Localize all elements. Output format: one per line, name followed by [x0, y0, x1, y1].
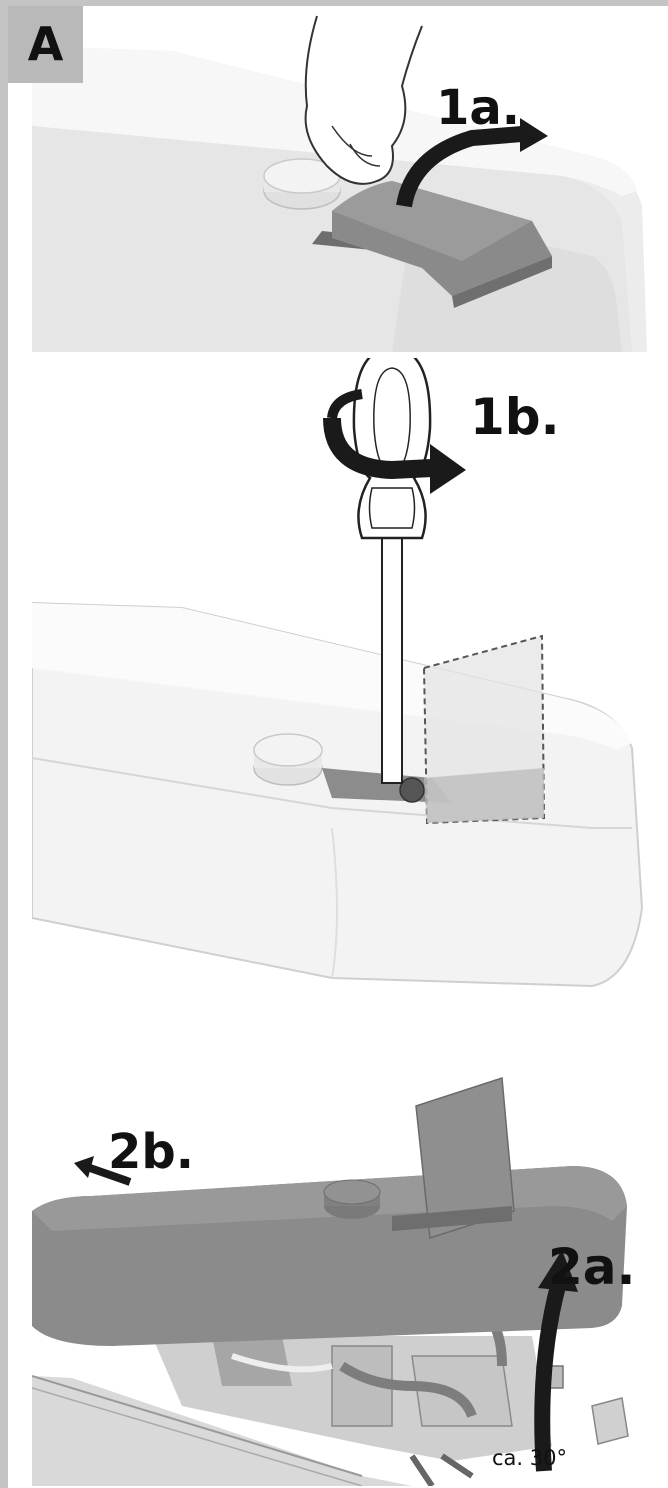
angle-note: ca. 30°: [492, 1446, 567, 1470]
panel-unscrew-illustration: [32, 358, 668, 998]
panel-open-flap: 1a.: [32, 6, 668, 352]
step-2b-label: 2b.: [108, 1124, 194, 1180]
step-1b-label: 1b.: [470, 388, 560, 446]
panel-lift-cover-illustration: [32, 1006, 668, 1486]
step-1a-label: 1a.: [436, 80, 521, 136]
step-2a-label: 2a.: [548, 1238, 636, 1296]
panel-open-flap-illustration: [32, 6, 668, 352]
panel-lift-cover: 2b. 2a. ca. 30°: [32, 1006, 668, 1486]
panel-unscrew: 1b.: [32, 358, 668, 998]
section-badge: A: [8, 6, 83, 83]
